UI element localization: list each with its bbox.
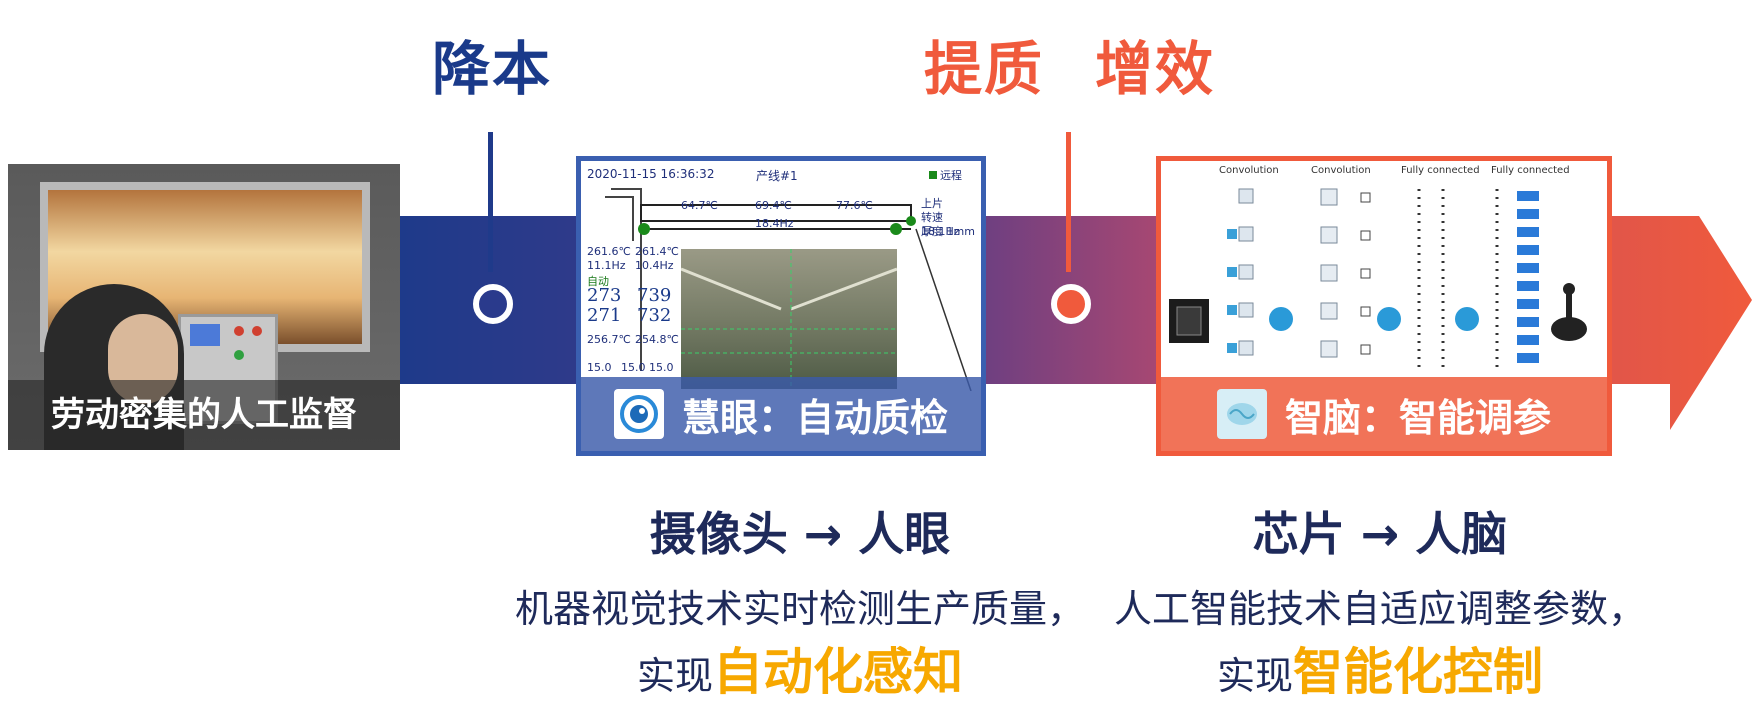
- chip-brain-highlight: 智能化控制: [1293, 643, 1543, 701]
- camera-view: [681, 249, 897, 389]
- panel-screen: [190, 324, 220, 346]
- left-freq-2: 10.4Hz: [635, 259, 674, 272]
- chip-brain-title: 芯片 → 人脑: [1252, 507, 1508, 561]
- camera-eye-highlight: 自动化感知: [713, 643, 963, 701]
- camera-overlay: [681, 249, 897, 389]
- camera-eye-result-prefix: 实现: [636, 654, 713, 698]
- camera-eye-description: 机器视觉技术实时检测生产质量，: [514, 587, 1085, 631]
- quality-pin-line: [1066, 132, 1071, 272]
- layer-title-4: Fully connected: [1491, 165, 1570, 176]
- freq-top: 18.4Hz: [755, 217, 794, 230]
- smart-tuning-card: Convolution Convolution Fully connected …: [1156, 156, 1612, 456]
- left-mode: 自动: [587, 275, 609, 288]
- cost-reduction-label: 降本: [432, 35, 553, 103]
- panel-button: [234, 326, 244, 336]
- chip-brain-result-prefix: 实现: [1216, 654, 1293, 698]
- tuning-caption-bar: 智脑：智能调参: [1161, 377, 1607, 451]
- remote-indicator-icon: [929, 171, 937, 179]
- bottom-value-2: 15.0: [621, 361, 646, 374]
- production-line: 产线#1: [756, 169, 798, 183]
- manual-supervision-photo: 劳动密集的人工监督: [8, 164, 400, 450]
- panel-button: [234, 350, 244, 360]
- manual-caption: 劳动密集的人工监督: [8, 380, 400, 450]
- temp-top-1: 64.7℃: [681, 199, 718, 212]
- panel-button: [252, 326, 262, 336]
- value-1b: 271: [587, 305, 622, 326]
- layer-title-1: Convolution: [1219, 165, 1279, 176]
- layer-title-3: Fully connected: [1401, 165, 1480, 176]
- bottom-temp-1: 256.7℃: [587, 333, 631, 346]
- right-info-3: 厚度 1mm: [921, 225, 975, 238]
- inspection-caption-bar: 慧眼：自动质检: [581, 377, 981, 451]
- brain-logo-icon: [1216, 389, 1267, 439]
- bottom-temp-2: 254.8℃: [635, 333, 679, 346]
- chip-brain-description: 人工智能技术自适应调整参数，: [1113, 587, 1646, 631]
- chip-brain-result: 实现智能化控制: [1080, 632, 1680, 704]
- remote-status: 远程: [929, 167, 962, 183]
- bottom-value-3: 15.0: [649, 361, 674, 374]
- camera-eye-result: 实现自动化感知: [500, 632, 1100, 704]
- line-schematic: [605, 188, 972, 391]
- eye-logo-icon: [613, 389, 664, 439]
- quality-improvement-label: 提质: [924, 35, 1045, 103]
- layer-title-2: Convolution: [1311, 165, 1371, 176]
- quality-pin-dot: [1051, 284, 1091, 324]
- left-temp-2: 261.4℃: [635, 245, 679, 258]
- right-info-2: 转速 18.1Hz: [921, 211, 960, 238]
- temp-top-2: 69.4℃: [755, 199, 792, 212]
- temp-top-3: 77.6℃: [836, 199, 873, 212]
- efficiency-gain-label: 增效: [1095, 35, 1216, 103]
- cost-pin-dot: [473, 284, 513, 324]
- value-2b: 732: [637, 305, 672, 326]
- left-freq-1: 11.1Hz: [587, 259, 626, 272]
- auto-inspection-card: 2020-11-15 16:36:32 产线#1 远程 64.7℃ 69.4℃ …: [576, 156, 986, 456]
- right-info-1: 上片: [921, 197, 943, 210]
- remote-label: 远程: [940, 169, 962, 182]
- neural-network-diagram: [1169, 188, 1587, 369]
- left-temp-1: 261.6℃: [587, 245, 631, 258]
- bottom-value-1: 15.0: [587, 361, 612, 374]
- tuning-caption: 智脑：智能调参: [1284, 395, 1551, 440]
- camera-eye-title: 摄像头 → 人眼: [649, 507, 951, 561]
- inspection-datetime: 2020-11-15 16:36:32: [587, 167, 715, 181]
- cost-pin-line: [488, 132, 493, 272]
- value-2a: 739: [637, 285, 672, 306]
- value-1a: 273: [587, 285, 622, 306]
- inspection-caption: 慧眼：自动质检: [681, 395, 948, 440]
